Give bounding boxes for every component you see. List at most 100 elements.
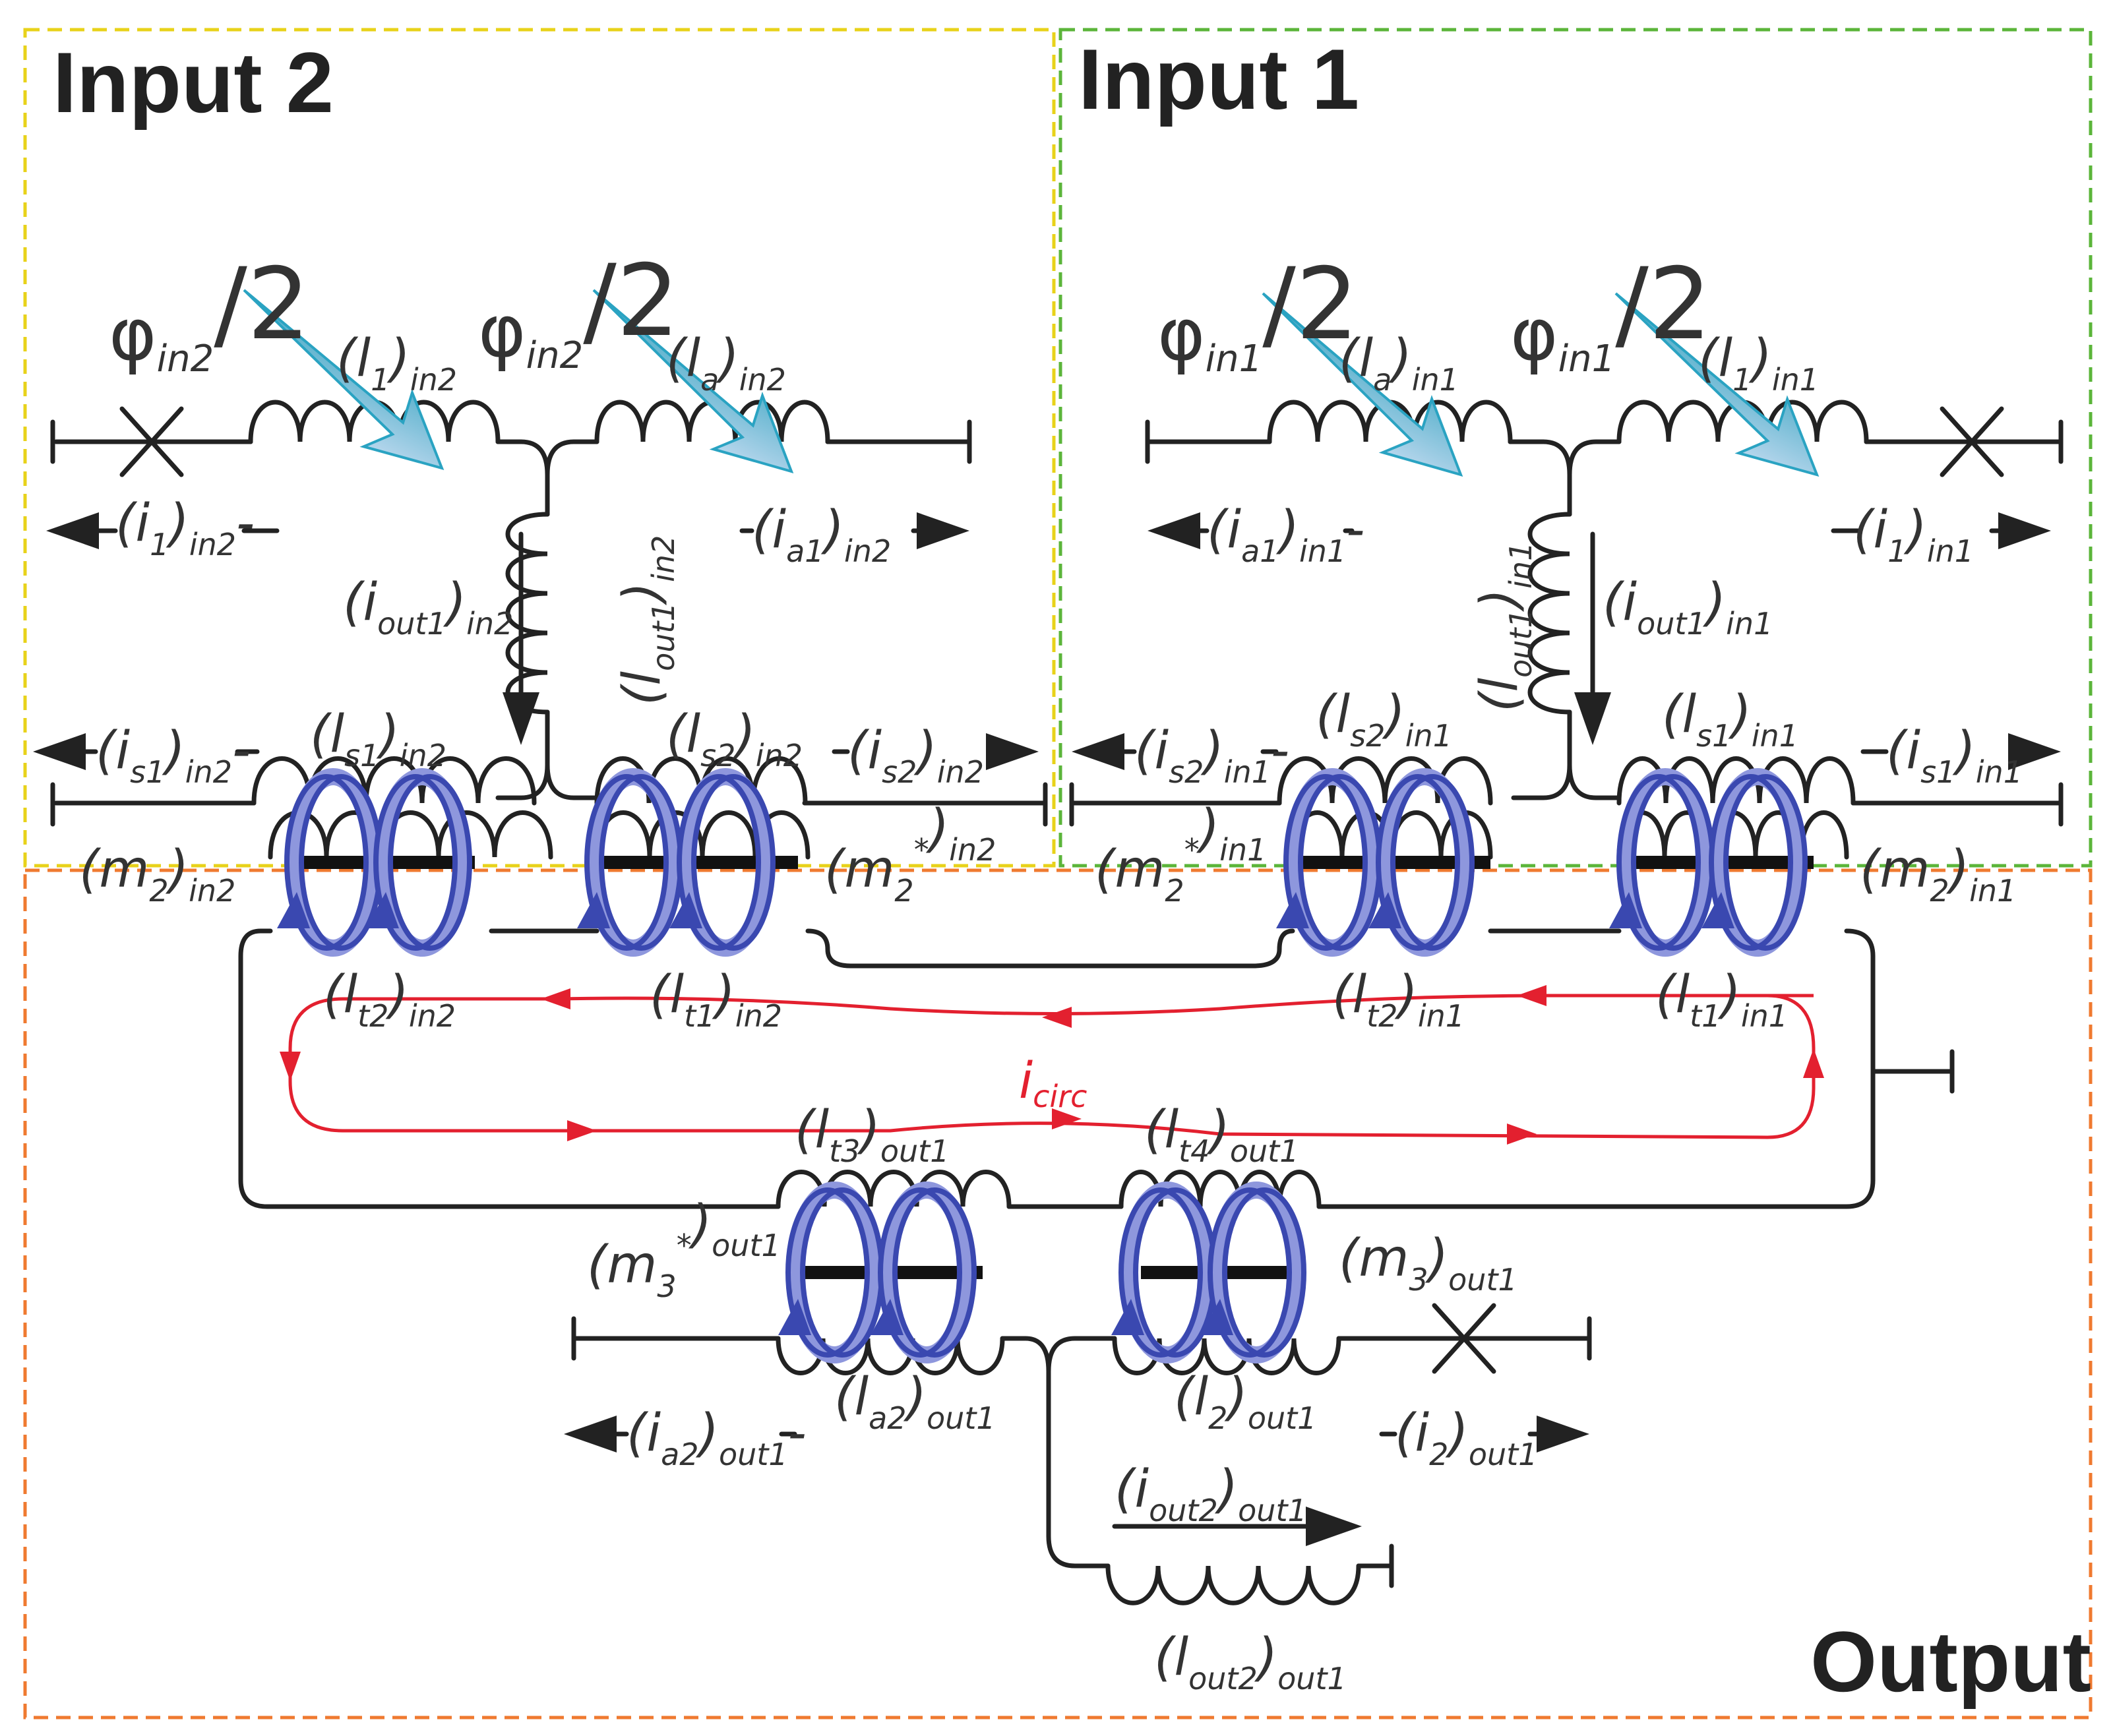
transformer-m3s-out1-winding-arrow-1 [778, 1299, 811, 1335]
phi-label-in1-left: φin1/2 [1157, 247, 1359, 380]
transformer-m3s-out1-winding-edge-b-2 [892, 1187, 977, 1358]
flux-arrow-phi-in2-right [592, 289, 794, 474]
label-i1-in1: (i1)in1 [1853, 500, 1974, 569]
transformer-m2-in2-winding-edge-b-2 [388, 774, 472, 951]
label-la-in1: (la)in1 [1339, 329, 1459, 398]
label-i1-in2: (i1)in2- [115, 494, 255, 562]
transformer-m2s-in2-winding-edge-b-2 [691, 774, 776, 951]
label-l2-out1: (l2)out1 [1174, 1367, 1316, 1436]
phi-label-in2-left: φin2/2 [109, 247, 310, 380]
flux-arrows [243, 289, 1820, 477]
transformer-m3s-out1 [778, 1182, 983, 1363]
label-l1-in2: (l1)in2 [336, 329, 457, 398]
input2-title: Input 2 [53, 34, 334, 131]
label-ia1-in2: (ia1)in2 [752, 500, 891, 569]
flux-arrow-phi-in2-left [243, 289, 444, 470]
transformer-m2-in1-winding-arrow-2 [1701, 892, 1734, 928]
input1-title: Input 1 [1078, 31, 1359, 127]
transformer-m3-out1 [1111, 1182, 1306, 1363]
label-iout2-out1: (iout2)out1 [1115, 1460, 1307, 1528]
transformer-m3-out1-winding-edge-b-2 [1222, 1187, 1306, 1358]
label-m2s-in2: (m2*)in2 [824, 799, 996, 909]
inductor-lout1-in1 [1527, 512, 1572, 715]
transformer-m3-out1-winding-arrow-2 [1200, 1299, 1233, 1335]
transformer-m3s-out1-winding-edge-1 [785, 1187, 870, 1358]
label-group: φin2/2 φin2/2 φin1/2 φin1/2 (l1)in2 (la)in2 (l… [79, 244, 2023, 1696]
label-m2-in1: (m2)in1 [1860, 840, 2016, 909]
transformer-m2-in1 [1609, 768, 1814, 957]
transformer-m2s-in2-winding-arrow-2 [669, 892, 702, 928]
label-ls1-in2: (ls1)in2 [310, 705, 446, 773]
label-lout2-out1: (lout2)out1 [1154, 1628, 1347, 1696]
input1-region [1058, 28, 2093, 868]
transformer-m2s-in1-winding-edge-b-2 [1390, 774, 1475, 951]
transformer-m3-out1-winding-edge-2 [1208, 1187, 1292, 1358]
circulating-loop: icirc [280, 985, 1824, 1145]
junction-x-marks [119, 406, 2004, 1374]
label-ls1-in1: (ls1)in1 [1662, 685, 1798, 754]
transformer-m2s-in1-winding-arrow-1 [1276, 892, 1309, 928]
label-m3-out1: (m3)out1 [1339, 1229, 1517, 1298]
transformer-m2-in1-winding-edge-2 [1709, 774, 1793, 951]
inductor-lout2-out1 [1105, 1563, 1361, 1605]
transformer-m3s-out1-winding-edge-2 [878, 1187, 962, 1358]
input2-region [23, 28, 1056, 868]
label-is1-in2: (is1)in2- [96, 721, 251, 790]
transformer-m2-in2-winding-arrow-1 [277, 892, 310, 928]
transformer-m2s-in2 [577, 768, 798, 957]
transformer-m3s-out1-winding-arrow-2 [871, 1299, 903, 1335]
label-la-in2: (la)in2 [666, 329, 786, 398]
label-ls2-in1: (ls2)in1 [1316, 685, 1452, 754]
transformer-m2-in2-winding-arrow-2 [366, 892, 399, 928]
label-ia2-out1: (ia2)out1- [627, 1404, 807, 1472]
label-m3s-out1: (m3*)out1 [587, 1195, 781, 1304]
label-m2-in2: (m2)in2 [79, 840, 235, 909]
output-region [23, 868, 2093, 1720]
transformer-m2-in2-winding-edge-2 [373, 774, 458, 951]
transformer-m2s-in2-winding-edge-2 [677, 774, 761, 951]
label-i2-out1: (i2)out1 [1395, 1404, 1537, 1472]
flux-arrow-phi-in1-left [1262, 292, 1463, 477]
label-ls2-in2: (ls2)in2 [666, 705, 803, 773]
flux-arrow-phi-in1-right [1614, 292, 1820, 477]
transformer-m2-in2-winding-edge-1 [284, 774, 369, 951]
inductor-lout1-in2 [505, 512, 550, 715]
transformer-m2s-in1-winding-edge-2 [1376, 774, 1460, 951]
label-ia1-in1: (ia1)in1- [1207, 500, 1364, 569]
current-arrows [33, 512, 2061, 1546]
label-lout1-in2: (lout1)in2 [613, 535, 681, 705]
transformer-m2s-in2-winding-arrow-1 [577, 892, 610, 928]
label-lout1-in1: (lout1)in1 [1470, 542, 1539, 712]
transformer-group [277, 768, 1814, 1363]
inductor-lt2-in2 [268, 810, 553, 860]
label-lt2-in1: (lt2)in1 [1332, 965, 1465, 1034]
inductor-lt1-in2 [594, 810, 811, 860]
transformer-m2-in1-winding-edge-1 [1616, 774, 1701, 951]
circ-label: icirc [1019, 1051, 1087, 1114]
wiring [50, 419, 2064, 1588]
label-iout1-in1: (iout1)in1 [1603, 573, 1773, 642]
transformer-m2-in1-winding-edge-b-2 [1723, 774, 1808, 951]
transformer-m2s-in1 [1276, 768, 1490, 957]
label-lt1-in2: (lt1)in2 [650, 965, 782, 1034]
transformer-m3-out1-winding-edge-1 [1118, 1187, 1203, 1358]
label-la2-out1: (la2)out1 [834, 1367, 996, 1436]
transformer-m2-in2 [277, 768, 475, 957]
label-is2-in1: (is2)in1- [1134, 721, 1289, 790]
label-is2-in2: (is2)in2 [847, 721, 984, 790]
transformer-m2s-in1-winding-edge-1 [1283, 774, 1368, 951]
output-title: Output [1810, 1613, 2091, 1710]
label-iout1-in2: (iout1)in2 [343, 573, 513, 642]
transformer-m3-out1-winding-arrow-1 [1111, 1299, 1144, 1335]
label-lt3-out1: (lt3)out1 [795, 1100, 949, 1169]
phi-label-in2-right: φin2/2 [478, 244, 679, 377]
transformer-m2s-in2-winding-edge-1 [584, 774, 669, 951]
label-is1-in1: (is1)in1 [1886, 721, 2023, 790]
label-lt1-in1: (lt1)in1 [1655, 965, 1788, 1034]
phi-label-in1-right: φin1/2 [1510, 247, 1711, 380]
label-m2s-in1: (m2*)in1 [1095, 799, 1266, 909]
label-lt4-out1: (lt4)out1 [1144, 1100, 1299, 1169]
label-l1-in1: (l1)in1 [1698, 329, 1819, 398]
inductor-ls2-in1 [1277, 756, 1493, 806]
